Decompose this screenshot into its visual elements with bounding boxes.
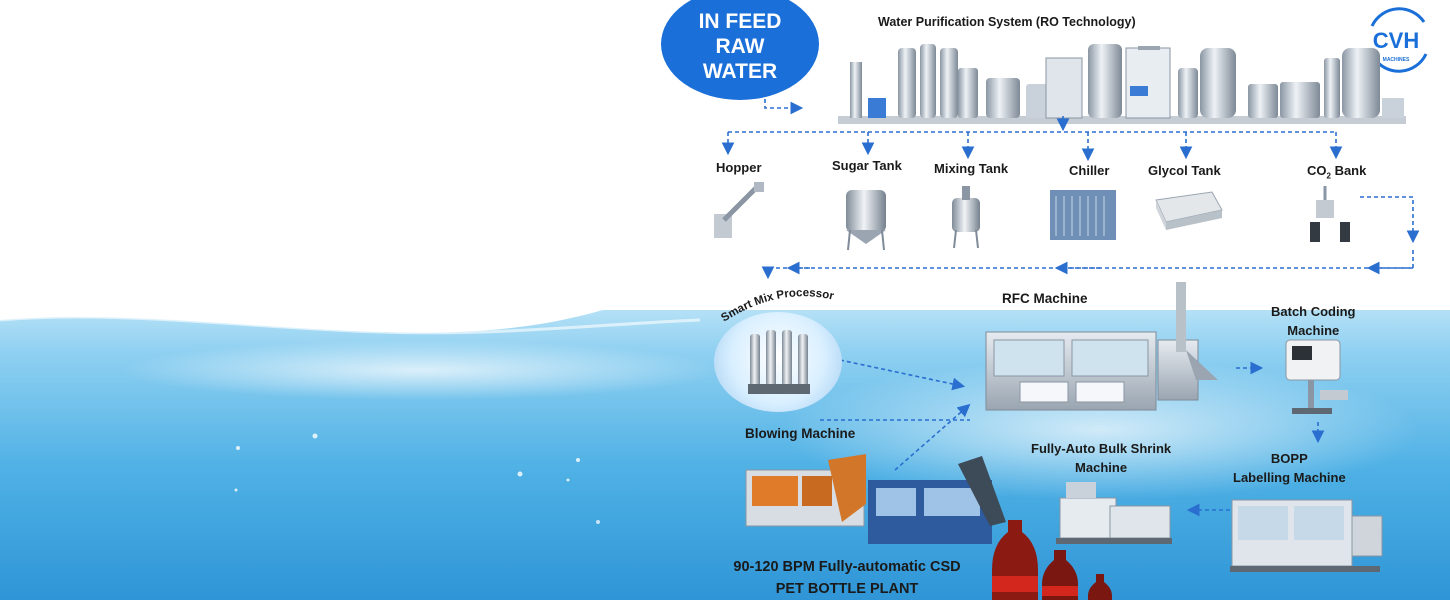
blowing-machine-illustration: [745, 454, 1006, 544]
co2-bank-icon: [1310, 186, 1350, 242]
bopp-line-2: Labelling Machine: [1233, 470, 1346, 485]
batch-coding-label: Batch Coding Machine: [1271, 302, 1356, 340]
smart-mix-arc-label: Smart Mix Processor: [719, 287, 835, 324]
glycol-tank-icon: [1155, 191, 1223, 230]
ro-system-title: Water Purification System (RO Technology…: [878, 15, 1136, 29]
chiller-label: Chiller: [1069, 163, 1110, 178]
co2-bank-label: CO2 Bank: [1307, 163, 1366, 181]
rfc-machine-label: RFC Machine: [1002, 291, 1088, 306]
shrink-line-2: Machine: [1075, 460, 1128, 475]
smart-mix-processor-icon: [748, 330, 810, 394]
shrink-machine-illustration: [1056, 482, 1172, 544]
glycol-tank-label: Glycol Tank: [1148, 163, 1221, 178]
co2-label-main: CO: [1307, 163, 1327, 178]
plant-title: 90-120 BPM Fully-automatic CSD PET BOTTL…: [704, 556, 990, 600]
blowing-machine-label: Blowing Machine: [745, 426, 856, 441]
infeed-line-3: WATER: [702, 59, 778, 83]
svg-text:Smart Mix Processor: Smart Mix Processor: [719, 287, 835, 324]
logo-subtext: MACHINES: [1383, 57, 1410, 63]
hopper-label: Hopper: [716, 160, 762, 175]
smart-mix-label: Smart Mix Processor: [719, 287, 835, 324]
cola-bottle-icon: [1042, 550, 1078, 600]
plant-title-line-1: 90-120 BPM Fully-automatic CSD: [733, 559, 961, 575]
batch-coding-line-1: Batch Coding: [1271, 304, 1356, 319]
bopp-line-1: BOPP: [1270, 451, 1308, 466]
shrink-line-1: Fully-Auto Bulk Shrink: [1031, 441, 1172, 456]
plant-title-line-2: PET BOTTLE PLANT: [775, 581, 919, 597]
rfc-machine-illustration: [985, 282, 1218, 411]
chiller-icon: [1050, 190, 1116, 240]
sugar-tank-label: Sugar Tank: [832, 158, 902, 173]
sugar-tank-icon: [846, 190, 886, 251]
pet-bottles-illustration: [992, 520, 1112, 600]
co2-label-tail: Bank: [1330, 163, 1367, 178]
batch-coding-machine-illustration: [1285, 339, 1348, 414]
tank-row-illustrations: [714, 182, 1350, 251]
ro-system-illustration: [838, 44, 1406, 124]
logo-text: CVH: [1373, 28, 1419, 53]
shrink-machine-label: Fully-Auto Bulk Shrink Machine: [1031, 439, 1171, 477]
hopper-icon: [714, 182, 764, 238]
bopp-labelling-machine-illustration: [1230, 499, 1383, 572]
mixing-tank-icon: [952, 186, 980, 249]
batch-coding-line-2: Machine: [1287, 323, 1340, 338]
co2-label-sub: 2: [1326, 171, 1331, 181]
smart-mix-processor-badge: [714, 312, 842, 412]
infeed-line-2: RAW: [715, 34, 765, 58]
infeed-line-1: IN FEED: [698, 9, 782, 33]
cola-bottle-icon: [1088, 574, 1112, 600]
mixing-tank-label: Mixing Tank: [934, 161, 1009, 176]
infeed-raw-water-badge: IN FEED RAW WATER: [661, 0, 819, 100]
cola-bottle-icon: [992, 520, 1038, 600]
cvh-logo: CVH MACHINES: [1370, 7, 1428, 73]
bopp-label: BOPP Labelling Machine: [1233, 449, 1346, 487]
